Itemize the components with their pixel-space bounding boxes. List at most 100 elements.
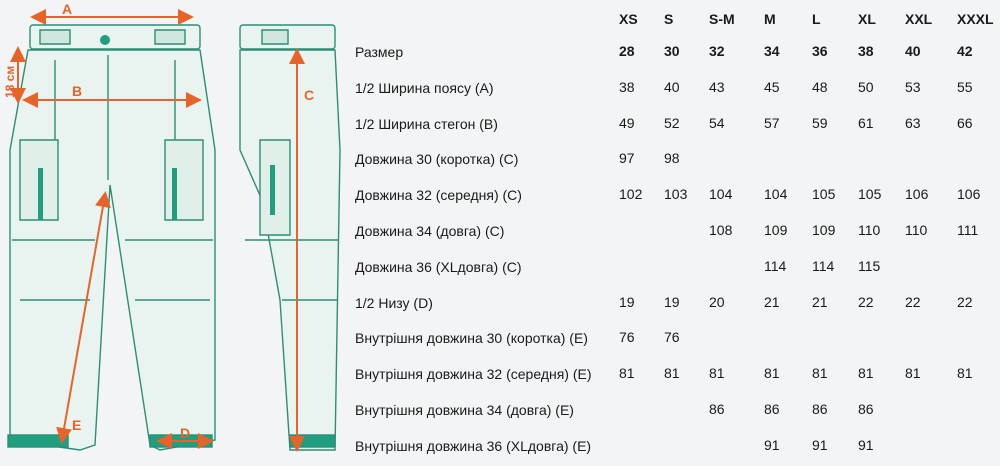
table-cell: 21 (812, 293, 828, 310)
table-cell: 53 (905, 78, 921, 95)
table-cell: 106 (957, 186, 981, 203)
table-cell: 38 (858, 43, 874, 59)
table-cell: 81 (858, 365, 874, 382)
table-cell: 36 (812, 43, 828, 59)
row-label: Довжина 36 (XLдовга) (C) (355, 258, 522, 275)
size-header-xxl: XXL (905, 11, 933, 27)
row-label: 1/2 Ширина поясу (A) (355, 79, 494, 96)
size-header-s-m: S-M (709, 11, 735, 27)
table-cell: 81 (709, 365, 725, 382)
table-cell: 81 (957, 365, 973, 382)
table-cell: 34 (764, 43, 780, 59)
table-cell: 109 (812, 222, 836, 238)
table-cell: 104 (764, 186, 788, 203)
table-cell: 45 (764, 78, 780, 95)
table-cell: 86 (858, 401, 874, 417)
row-label: Внутрішня довжина 30 (коротка) (E) (355, 330, 588, 347)
table-cell: 91 (812, 436, 828, 453)
table-cell: 32 (709, 43, 725, 59)
table-cell: 86 (764, 401, 780, 417)
table-cell: 22 (905, 293, 921, 310)
table-cell: 81 (905, 365, 921, 382)
table-cell: 98 (664, 150, 680, 167)
label-a: A (62, 1, 72, 17)
table-cell: 42 (957, 43, 973, 59)
row-label: Внутрішня довжина 36 (XLдовга) (E) (355, 437, 592, 454)
arrow-e (56, 191, 111, 444)
table-cell: 20 (709, 293, 725, 310)
table-cell: 102 (619, 186, 643, 203)
table-cell: 19 (619, 293, 635, 310)
table-cell: 30 (664, 43, 680, 59)
table-cell: 81 (812, 365, 828, 382)
table-cell: 22 (858, 293, 874, 310)
table-cell: 86 (709, 401, 725, 417)
table-cell: 54 (709, 114, 725, 131)
front-pants (7, 24, 216, 451)
label-d: D (180, 425, 190, 441)
table-cell: 86 (812, 401, 828, 417)
front-zip-left (38, 168, 43, 220)
label-c: C (304, 87, 314, 103)
row-label: Довжина 34 (довга) (C) (355, 223, 505, 239)
table-cell: 108 (709, 222, 733, 238)
table-cell: 28 (619, 43, 635, 59)
front-cuff-left (7, 434, 69, 448)
table-cell: 81 (764, 365, 780, 382)
table-cell: 55 (957, 78, 973, 95)
side-zip (270, 165, 275, 215)
size-header-l: L (812, 11, 821, 27)
table-cell: 106 (905, 186, 929, 203)
front-measurements (10, 9, 214, 449)
table-cell: 49 (619, 114, 635, 131)
table-cell: 109 (764, 222, 788, 238)
table-cell: 66 (957, 114, 973, 131)
pants-diagram: A B C D E 18 см (0, 0, 345, 466)
table-cell: 43 (709, 78, 725, 95)
row-label: 1/2 Ширина стегон (B) (355, 115, 498, 132)
front-body (9, 49, 216, 451)
table-cell: 52 (664, 114, 680, 131)
table-cell: 57 (764, 114, 780, 131)
table-cell: 81 (664, 365, 680, 382)
size-header-xl: XL (858, 11, 876, 27)
row-label: Размер (355, 44, 404, 60)
table-cell: 115 (858, 257, 881, 274)
table-cell: 91 (858, 436, 874, 453)
row-label: Внутрішня довжина 32 (середня) (E) (355, 366, 592, 383)
size-header-m: M (764, 11, 776, 27)
table-cell: 19 (664, 293, 680, 310)
table-cell: 110 (858, 222, 881, 238)
table-cell: 76 (619, 329, 635, 346)
label-b: B (72, 83, 82, 99)
side-pants (239, 24, 341, 451)
table-cell: 76 (664, 329, 680, 346)
table-cell: 50 (858, 78, 874, 95)
row-label: 1/2 Низу (D) (355, 294, 433, 311)
row-label: Довжина 30 (коротка) (C) (355, 151, 519, 168)
table-cell: 61 (858, 114, 874, 131)
table-cell: 111 (957, 222, 979, 238)
table-cell: 114 (764, 257, 787, 274)
row-label: Довжина 32 (середня) (C) (355, 187, 522, 204)
table-cell: 21 (764, 293, 780, 310)
pants-illustration: A B C D E 18 см (3, 1, 341, 452)
table-cell: 40 (664, 78, 680, 95)
table-cell: 97 (619, 150, 635, 167)
table-cell: 59 (812, 114, 828, 131)
table-cell: 114 (812, 257, 835, 274)
table-cell: 104 (709, 186, 733, 203)
label-rise: 18 см (3, 66, 17, 98)
table-cell: 38 (619, 78, 635, 95)
table-cell: 105 (858, 186, 882, 203)
row-label: Внутрішня довжина 34 (довга) (E) (355, 402, 574, 418)
side-body (239, 49, 341, 451)
size-header-s: S (664, 11, 674, 27)
size-header-xs: XS (619, 11, 638, 27)
table-cell: 110 (905, 222, 928, 238)
table-cell: 91 (764, 436, 780, 453)
table-cell: 48 (812, 78, 828, 95)
table-cell: 81 (619, 365, 635, 382)
label-e: E (72, 417, 81, 433)
